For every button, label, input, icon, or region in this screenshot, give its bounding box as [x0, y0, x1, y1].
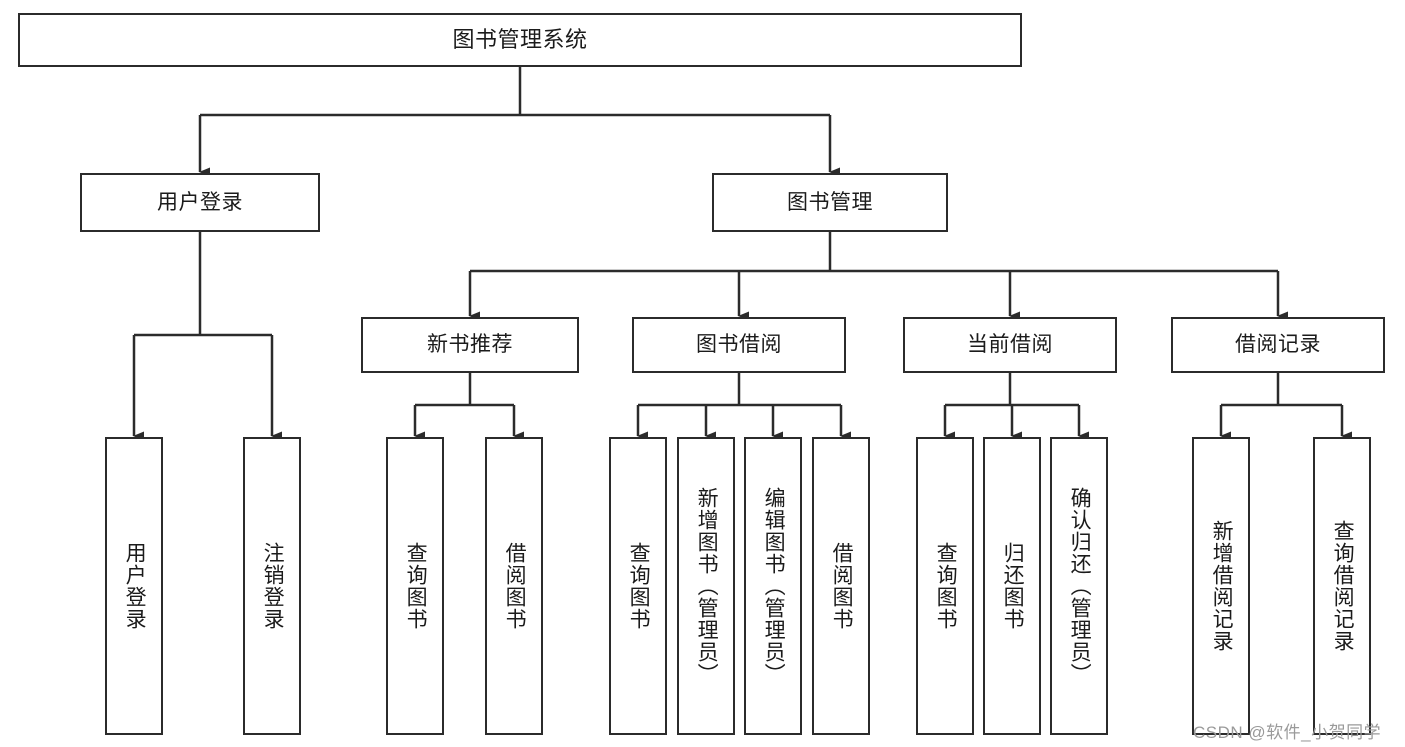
node-user-login[interactable]: 用户登录: [80, 173, 320, 232]
node-label: 查询借阅记录: [1331, 520, 1355, 652]
leaf-borrow-book[interactable]: 借阅图书: [812, 437, 870, 735]
node-label: 图书借阅: [696, 333, 782, 357]
node-label: 归还图书: [1001, 542, 1025, 630]
node-label: 注销登录: [261, 542, 285, 630]
node-label: 图书管理: [787, 190, 873, 214]
leaf-logout[interactable]: 注销登录: [243, 437, 301, 735]
leaf-query-book-recommend[interactable]: 查询图书: [386, 437, 444, 735]
node-book-management[interactable]: 图书管理: [712, 173, 948, 232]
node-label: 新书推荐: [427, 333, 513, 357]
node-book-borrow[interactable]: 图书借阅: [632, 317, 846, 373]
node-label: 查询图书: [404, 542, 428, 630]
node-label: 用户登录: [123, 542, 147, 630]
node-label: 借阅记录: [1235, 333, 1321, 357]
node-label: 当前借阅: [967, 333, 1053, 357]
node-label: 新增图书（管理员）: [695, 487, 719, 685]
leaf-user-login[interactable]: 用户登录: [105, 437, 163, 735]
node-new-book-recommend[interactable]: 新书推荐: [361, 317, 579, 373]
node-label: 确认归还（管理员）: [1068, 487, 1092, 685]
node-label: 用户登录: [157, 190, 243, 214]
node-label: 借阅图书: [503, 542, 527, 630]
node-current-borrow[interactable]: 当前借阅: [903, 317, 1117, 373]
node-label: 新增借阅记录: [1210, 520, 1234, 652]
leaf-add-borrow-record[interactable]: 新增借阅记录: [1192, 437, 1250, 735]
leaf-query-book-current[interactable]: 查询图书: [916, 437, 974, 735]
node-label: 图书管理系统: [452, 26, 588, 52]
node-label: 查询图书: [627, 542, 651, 630]
leaf-query-borrow-record[interactable]: 查询借阅记录: [1313, 437, 1371, 735]
node-label: 借阅图书: [830, 542, 854, 630]
csdn-watermark: CSDN @软件_小贺同学: [1193, 723, 1382, 742]
node-label: 编辑图书（管理员）: [762, 487, 786, 685]
leaf-add-book-admin[interactable]: 新增图书（管理员）: [677, 437, 735, 735]
leaf-edit-book-admin[interactable]: 编辑图书（管理员）: [744, 437, 802, 735]
leaf-confirm-return-admin[interactable]: 确认归还（管理员）: [1050, 437, 1108, 735]
leaf-query-book-borrow[interactable]: 查询图书: [609, 437, 667, 735]
node-root[interactable]: 图书管理系统: [18, 13, 1022, 67]
leaf-return-book[interactable]: 归还图书: [983, 437, 1041, 735]
leaf-borrow-book-recommend[interactable]: 借阅图书: [485, 437, 543, 735]
node-borrow-record[interactable]: 借阅记录: [1171, 317, 1385, 373]
node-label: 查询图书: [934, 542, 958, 630]
